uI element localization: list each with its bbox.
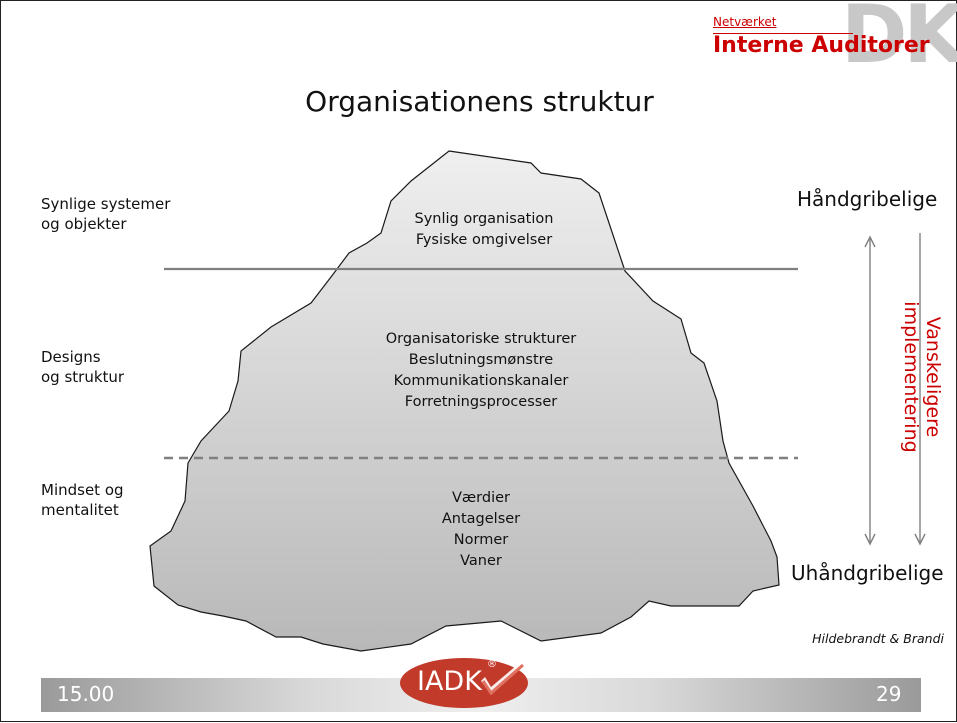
- vertical-text-line: implementering: [900, 301, 922, 453]
- iceberg-item: Organisatoriske strukturer: [385, 331, 577, 347]
- iceberg-item: Vaner: [460, 553, 502, 569]
- iceberg-shape: [149, 150, 780, 652]
- footer-time: 15.00: [57, 682, 115, 706]
- label-harder-implementation: Vanskeligere implementering: [896, 293, 948, 461]
- iceberg-item: Synlig organisation: [414, 211, 554, 227]
- label-visible-systems: Synlige systemer og objekter: [41, 194, 170, 234]
- label-line: og struktur: [41, 368, 125, 386]
- logo-main-text: Interne Auditorer: [713, 33, 930, 58]
- iadk-text: IADK: [417, 666, 482, 697]
- logo-dk-watermark: DK: [841, 0, 957, 81]
- iceberg-item: Antagelser: [441, 511, 521, 527]
- iceberg-item: Beslutningsmønstre: [408, 352, 554, 368]
- logo: Netværket Interne Auditorer: [709, 3, 957, 69]
- attribution: Hildebrandt & Brandi: [812, 631, 944, 646]
- label-line: Designs: [41, 348, 101, 366]
- page-number: 29: [876, 682, 902, 706]
- label-line: Synlige systemer: [41, 195, 171, 213]
- iceberg-item: Værdier: [452, 490, 510, 506]
- iadk-logo: IADK ®: [399, 657, 529, 709]
- iceberg-item: Forretningsprocesser: [404, 394, 558, 410]
- iceberg-top-text: Synlig organisation Fysiske omgivelser: [384, 209, 584, 251]
- slide-title: Organisationens struktur: [305, 85, 654, 118]
- label-intangible: Uhåndgribelige: [791, 561, 944, 585]
- vertical-text-line: Vanskeligere: [922, 316, 944, 438]
- logo-divider: [713, 33, 853, 34]
- label-tangible: Håndgribelige: [797, 187, 938, 211]
- registered-mark: ®: [487, 659, 497, 670]
- iceberg-item: Normer: [453, 532, 509, 548]
- iadk-badge-icon: [400, 658, 528, 708]
- label-line: mentalitet: [41, 501, 119, 519]
- iceberg-item: Kommunikationskanaler: [393, 373, 569, 389]
- label-line: og objekter: [41, 215, 127, 233]
- label-mindset: Mindset og mentalitet: [41, 480, 124, 520]
- iceberg-bottom-text: Værdier Antagelser Normer Vaner: [381, 488, 581, 572]
- iceberg-item: Fysiske omgivelser: [415, 232, 553, 248]
- label-line: Mindset og: [41, 481, 124, 499]
- label-designs: Designs og struktur: [41, 347, 124, 387]
- iceberg-middle-text: Organisatoriske strukturer Beslutningsmø…: [341, 329, 621, 413]
- logo-small-text: Netværket: [713, 15, 777, 29]
